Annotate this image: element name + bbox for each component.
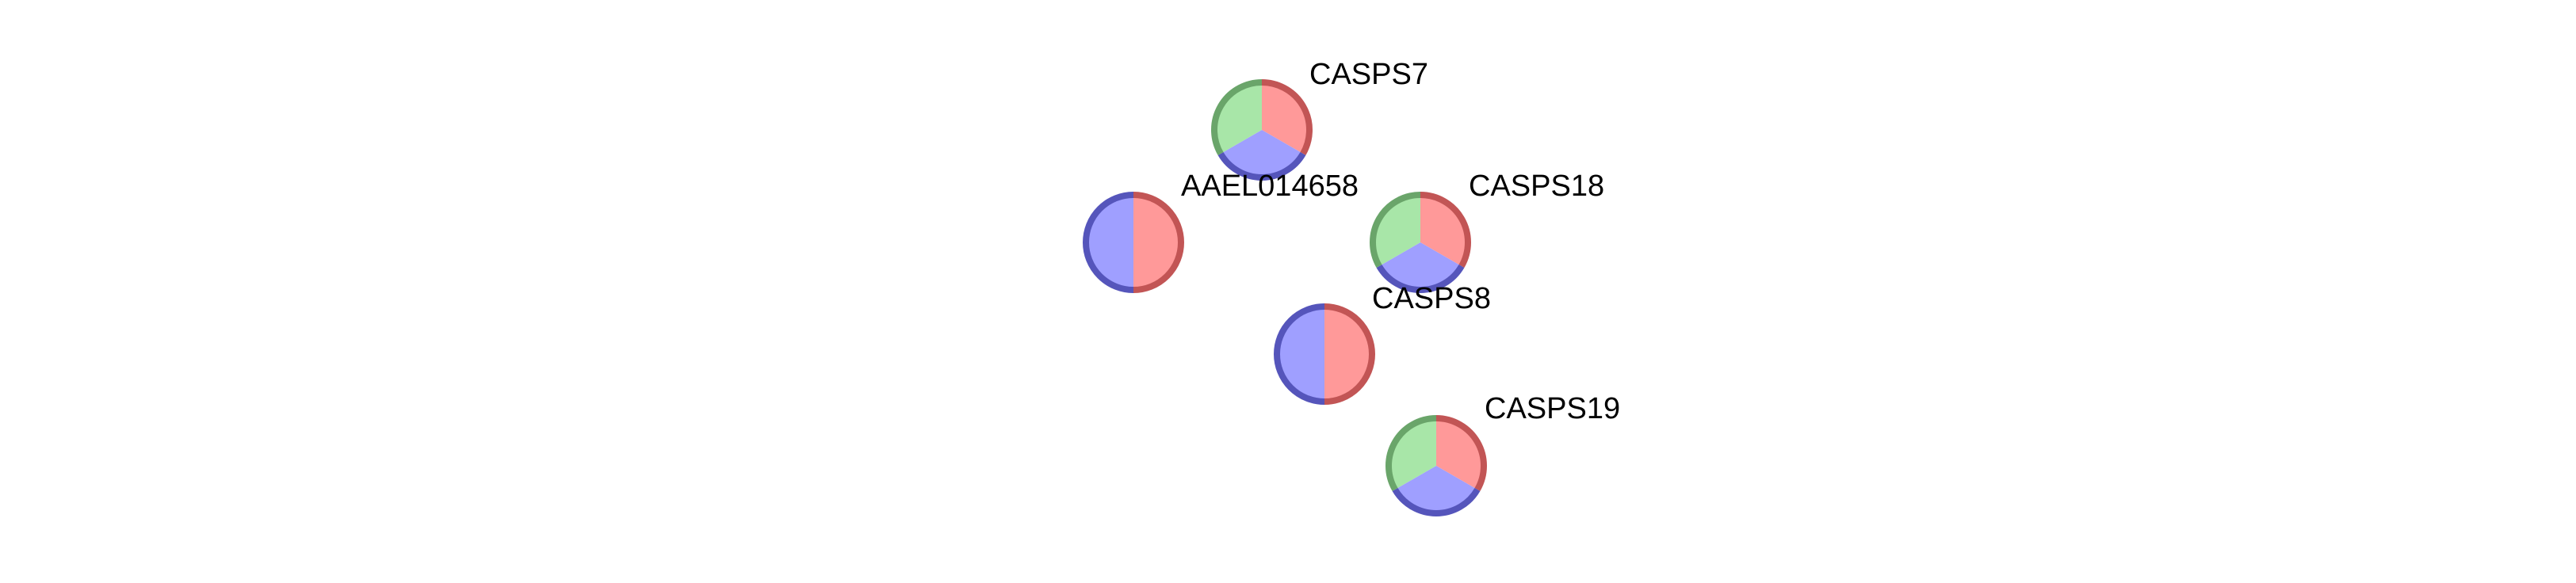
- node-segment-red: [1133, 195, 1181, 290]
- node-casps19[interactable]: [1385, 415, 1487, 516]
- node-rim-blue: [1083, 192, 1134, 293]
- node-segment-blue: [1395, 466, 1477, 514]
- node-rim-blue: [1274, 303, 1325, 405]
- node-segment-blue: [1379, 242, 1462, 291]
- node-segment-blue: [1086, 195, 1133, 290]
- node-rim-red: [1133, 192, 1184, 293]
- node-segment-blue: [1277, 307, 1324, 402]
- label-casps18: CASPS18: [1469, 170, 1604, 203]
- node-aael014658[interactable]: [1083, 192, 1184, 293]
- label-casps7: CASPS7: [1309, 58, 1428, 91]
- node-rim-green: [1385, 415, 1437, 491]
- node-casps8[interactable]: [1274, 303, 1375, 405]
- node-rim-blue: [1217, 151, 1306, 181]
- node-rim-red: [1324, 303, 1375, 405]
- node-rim-red: [1420, 192, 1471, 268]
- node-rim-blue: [1376, 264, 1465, 293]
- label-aael014658: AAEL014658: [1181, 170, 1359, 203]
- label-casps19: CASPS19: [1485, 392, 1620, 425]
- node-rim-red: [1261, 79, 1313, 155]
- node-segment-blue: [1221, 130, 1303, 178]
- node-casps7[interactable]: [1211, 79, 1313, 181]
- node-segment-red: [1324, 307, 1372, 402]
- node-rim-blue: [1392, 487, 1481, 516]
- node-rim-red: [1435, 415, 1487, 491]
- label-casps8: CASPS8: [1372, 282, 1491, 315]
- node-rim-green: [1370, 192, 1421, 268]
- node-rim-green: [1211, 79, 1263, 155]
- node-casps18[interactable]: [1370, 192, 1471, 293]
